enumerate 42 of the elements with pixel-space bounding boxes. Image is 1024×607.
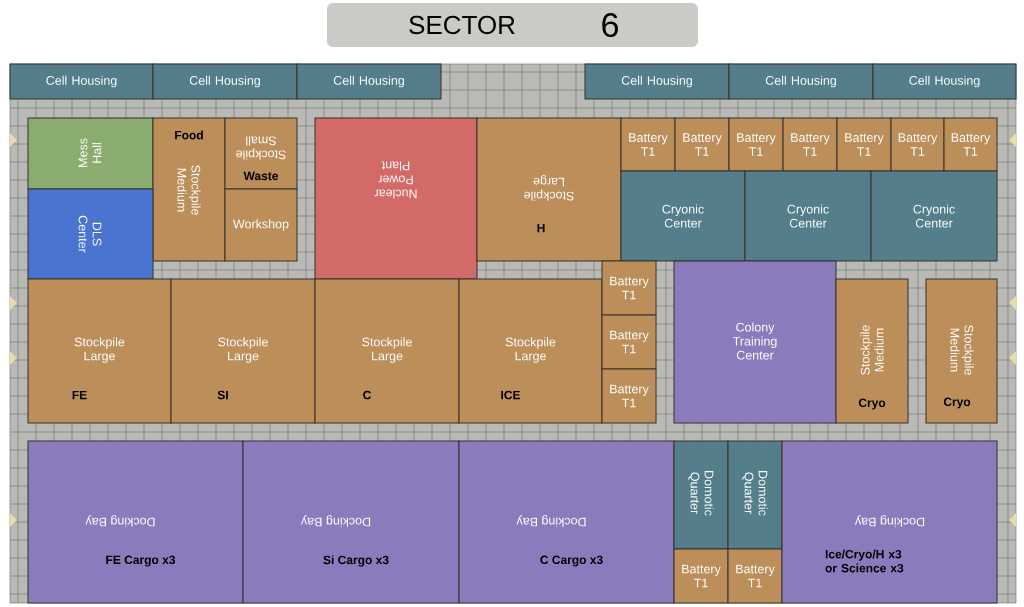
room-block: Battery T1 bbox=[727, 548, 783, 604]
room-block: Docking Bay FE Cargo x3 bbox=[27, 440, 244, 604]
room-block: Battery T1 bbox=[601, 368, 657, 424]
room-block: Battery T1 bbox=[890, 117, 945, 172]
room-block: Stockpile Large C bbox=[314, 278, 460, 424]
room-block: Cryonic Center bbox=[870, 170, 998, 262]
room-block: Battery T1 bbox=[674, 117, 730, 172]
room-block: Stockpile Small Waste bbox=[224, 117, 298, 190]
room-block: Food Stockpile Medium bbox=[152, 117, 226, 262]
room-block: Stockpile Large H bbox=[476, 117, 622, 262]
room-block: Nuclear Power Plant bbox=[314, 117, 478, 280]
room-block: Docking Bay C Cargo x3 bbox=[458, 440, 675, 604]
room-block: Cell Housing bbox=[296, 63, 442, 100]
room-block: Stockpile Large SI bbox=[170, 278, 316, 424]
room-block: Docking Bay Si Cargo x3 bbox=[242, 440, 460, 604]
room-block: Domotic Quarter bbox=[673, 440, 729, 550]
room-block: Docking Bay Ice/Cryo/H x3 or Science x3 bbox=[781, 440, 998, 604]
room-block: Stockpile Large FE bbox=[27, 278, 172, 424]
room-block: DLS Center bbox=[27, 188, 154, 280]
room-block: Domotic Quarter bbox=[727, 440, 783, 550]
room-block: Colony Training Center bbox=[673, 260, 837, 424]
room-block: Cell Housing bbox=[9, 63, 154, 100]
room-block: Cell Housing bbox=[152, 63, 298, 100]
room-block: Cryonic Center bbox=[620, 170, 746, 262]
room-block: Workshop bbox=[224, 188, 298, 262]
room-block: Battery T1 bbox=[601, 314, 657, 370]
room-block: Cell Housing bbox=[584, 63, 730, 100]
room-block: Stockpile Medium Cryo bbox=[835, 278, 909, 424]
room-block: Battery T1 bbox=[620, 117, 676, 172]
room-block: Battery T1 bbox=[943, 117, 998, 172]
room-block: Battery T1 bbox=[673, 548, 729, 604]
title-banner: SECTOR 6 bbox=[327, 3, 698, 47]
room-block: Battery T1 bbox=[728, 117, 784, 172]
room-block: Battery T1 bbox=[782, 117, 838, 172]
room-block: Cryonic Center bbox=[744, 170, 872, 262]
room-block: Cell Housing bbox=[728, 63, 874, 100]
room-block: Stockpile Large ICE bbox=[458, 278, 603, 424]
room-block: Battery T1 bbox=[836, 117, 892, 172]
room-block: Stockpile Medium Cryo bbox=[925, 278, 998, 424]
room-block: Mess Hall bbox=[27, 117, 154, 190]
room-block: Cell Housing bbox=[872, 63, 1017, 100]
room-block: Battery T1 bbox=[601, 260, 657, 316]
